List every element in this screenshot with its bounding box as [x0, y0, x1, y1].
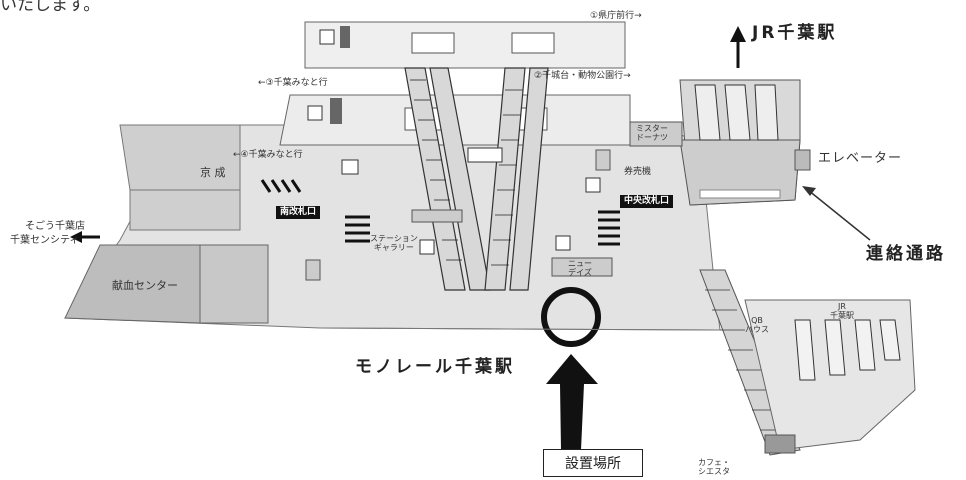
station-gallery-label: ステーション ギャラリー	[370, 234, 418, 253]
info-icon	[585, 177, 601, 193]
cafe-box	[764, 434, 796, 454]
mister-donut-shop	[629, 121, 683, 147]
installation-location-label: 設置場所	[565, 456, 621, 472]
gallery-bench	[411, 209, 463, 223]
south-gate-label: 南改札口	[276, 206, 321, 219]
jr-windows	[699, 189, 781, 199]
installation-marker-circle	[541, 287, 601, 347]
connecting-passage-label: 連絡通路	[866, 244, 946, 264]
central-gate-label: 中央改札口	[620, 195, 674, 208]
upper-platform-opening-2	[511, 32, 555, 54]
elevator-box	[794, 149, 811, 171]
south-gate-barriers	[345, 215, 370, 243]
elevator-label: エレベーター	[818, 151, 903, 166]
keisei-label: 京 成	[200, 166, 226, 179]
restroom-icon	[341, 159, 359, 175]
newdays-shop	[551, 257, 613, 277]
central-gate-barriers	[598, 210, 620, 246]
jr-arrow-icon	[730, 26, 746, 68]
installation-location-box: 設置場所	[543, 449, 643, 477]
left-box	[129, 189, 241, 231]
middle-platform-icon	[307, 105, 323, 121]
cafe-siesta-label: カフェ・ シエスタ	[698, 458, 730, 477]
upper-platform-kiosk	[340, 26, 350, 48]
floor-edge	[319, 327, 716, 331]
sogo-arrow-icon	[70, 231, 100, 243]
exit-4-label: ←④千葉みなと行	[233, 150, 303, 160]
jr-chiba-small-label: JR 千葉駅	[830, 302, 854, 321]
top-text: いたします。	[0, 0, 101, 15]
passage-pointer-icon	[802, 186, 871, 241]
escalator-steps	[410, 79, 523, 266]
lower-jr-stairs	[794, 319, 901, 381]
keisei-area	[119, 124, 241, 191]
blood-center-label: 献血センター	[112, 279, 178, 292]
ticket-machine-label: 券売機	[624, 167, 652, 177]
exit-2-label: ②千城台・動物公園行→	[534, 71, 631, 81]
newdays-label: ニュー デイズ	[568, 259, 592, 278]
gallery-icon	[419, 239, 435, 255]
exit-3-label: ←③千葉みなと行	[258, 78, 328, 88]
sogo-label: そごう千葉店	[25, 221, 85, 232]
exit-1-label: ①県庁前行→	[590, 11, 642, 21]
ticket-machines	[595, 149, 611, 171]
upper-platform-opening-1	[411, 32, 455, 54]
accessible-restroom-icon	[467, 147, 503, 163]
installation-arrow-icon	[546, 354, 598, 450]
keisei-gate-barriers	[260, 179, 302, 193]
chiba-sensity-label: 千葉センシティ	[10, 235, 80, 246]
shop-icon	[555, 235, 571, 251]
upper-platform	[304, 21, 626, 69]
mister-donut-label: ミスター ドーナツ	[636, 124, 668, 143]
left-pillar	[305, 259, 321, 281]
middle-platform-kiosk	[330, 98, 342, 124]
passage-steps	[705, 289, 785, 431]
blood-center-block-2	[199, 244, 269, 324]
jr-stairs	[694, 84, 779, 141]
escalators	[404, 67, 549, 291]
qb-house-label: QB ハウス	[745, 316, 769, 335]
upper-platform-icon	[319, 29, 335, 45]
jr-chiba-station-label: JR千葉駅	[752, 23, 838, 43]
monorail-station-label: モノレール千葉駅	[355, 357, 515, 377]
